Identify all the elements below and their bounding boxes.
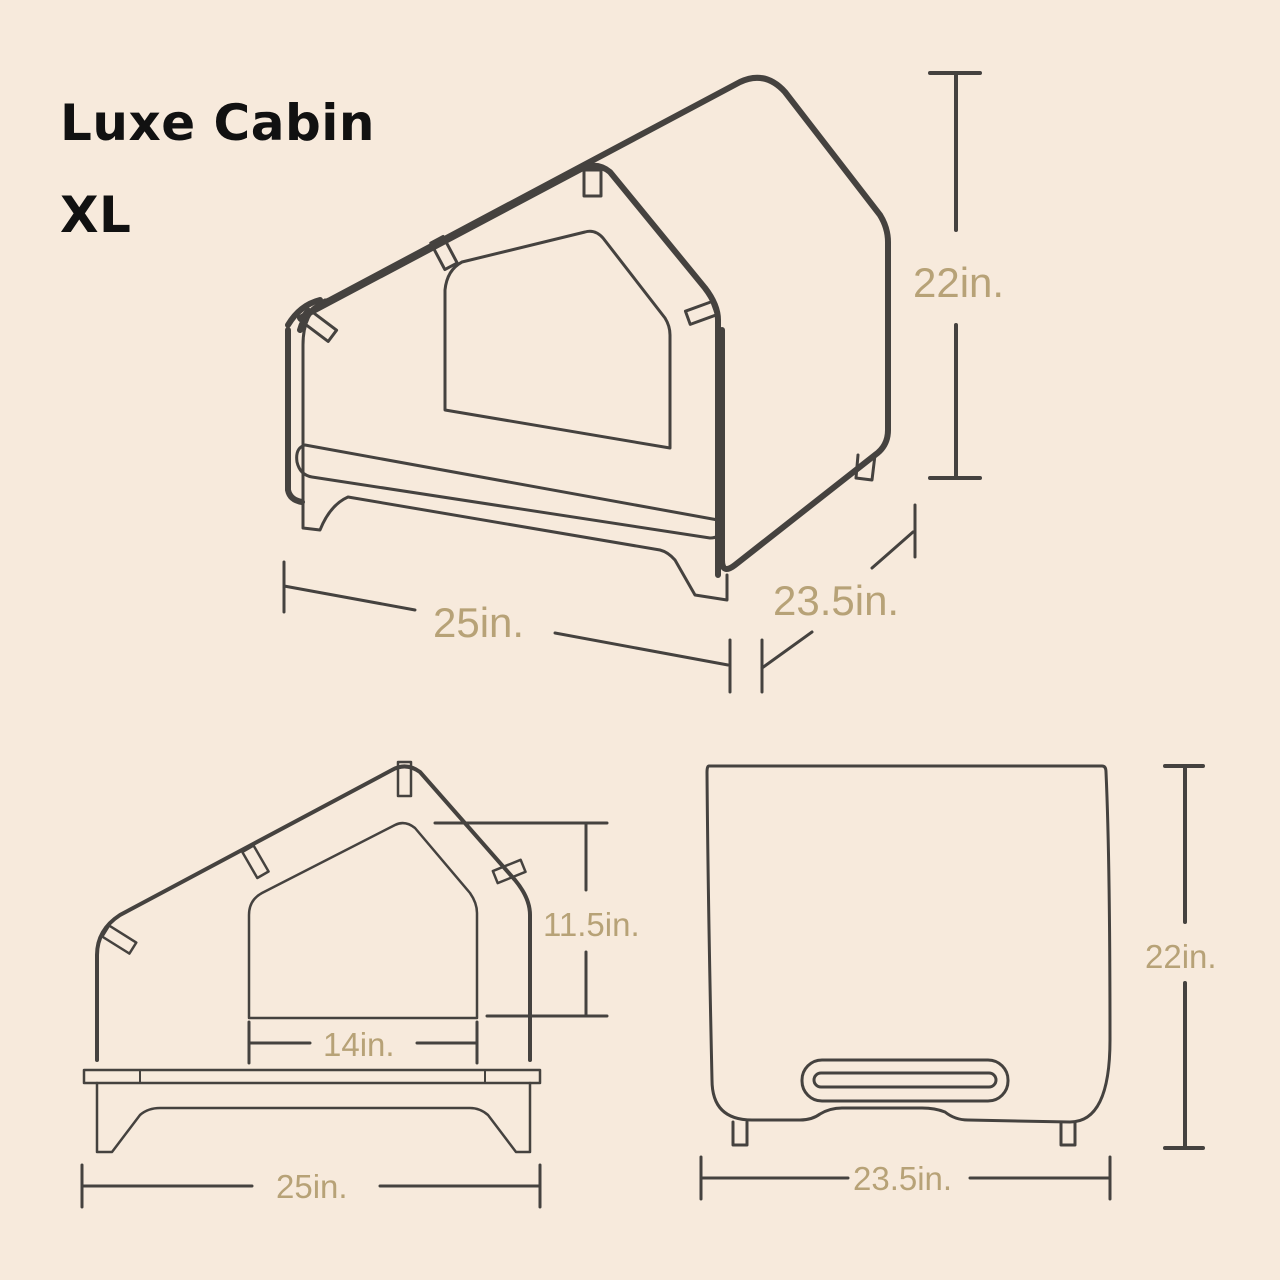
side-view	[705, 764, 1112, 1147]
side-height-label: 22in.	[1145, 938, 1217, 975]
perspective-depth-label: 23.5in.	[773, 577, 900, 624]
front-door-width-dimension	[247, 1020, 479, 1065]
front-width-dimension	[80, 1163, 542, 1209]
perspective-door	[443, 229, 672, 450]
side-outline	[705, 764, 1112, 1124]
perspective-width-label: 25in.	[433, 599, 525, 646]
front-door-height-label: 11.5in.	[543, 906, 640, 943]
front-door-width-label: 14in.	[323, 1026, 395, 1063]
front-platform	[82, 1068, 542, 1085]
side-depth-label: 23.5in.	[853, 1160, 953, 1197]
front-view	[82, 760, 542, 1154]
perspective-roof-outline	[297, 74, 891, 572]
product-title: Luxe Cabin	[60, 94, 375, 152]
perspective-view	[285, 74, 891, 602]
front-base	[95, 1081, 532, 1154]
front-door-height-dimension	[433, 821, 609, 1018]
perspective-cushion	[295, 443, 724, 540]
side-handle-inner	[812, 1071, 998, 1089]
perspective-base	[301, 495, 729, 602]
side-handle-outer	[800, 1058, 1010, 1103]
front-door	[247, 821, 479, 1020]
perspective-height-label: 22in.	[913, 259, 1005, 306]
perspective-height-dimension	[928, 71, 982, 480]
product-size: XL	[60, 186, 132, 244]
side-depth-dimension	[699, 1155, 1112, 1201]
side-height-dimension	[1163, 764, 1205, 1150]
perspective-depth-dimension	[760, 503, 917, 694]
perspective-front-panel	[285, 162, 721, 578]
perspective-width-dimension	[282, 560, 732, 694]
front-outline	[95, 764, 532, 1062]
front-width-label: 25in.	[276, 1168, 348, 1205]
